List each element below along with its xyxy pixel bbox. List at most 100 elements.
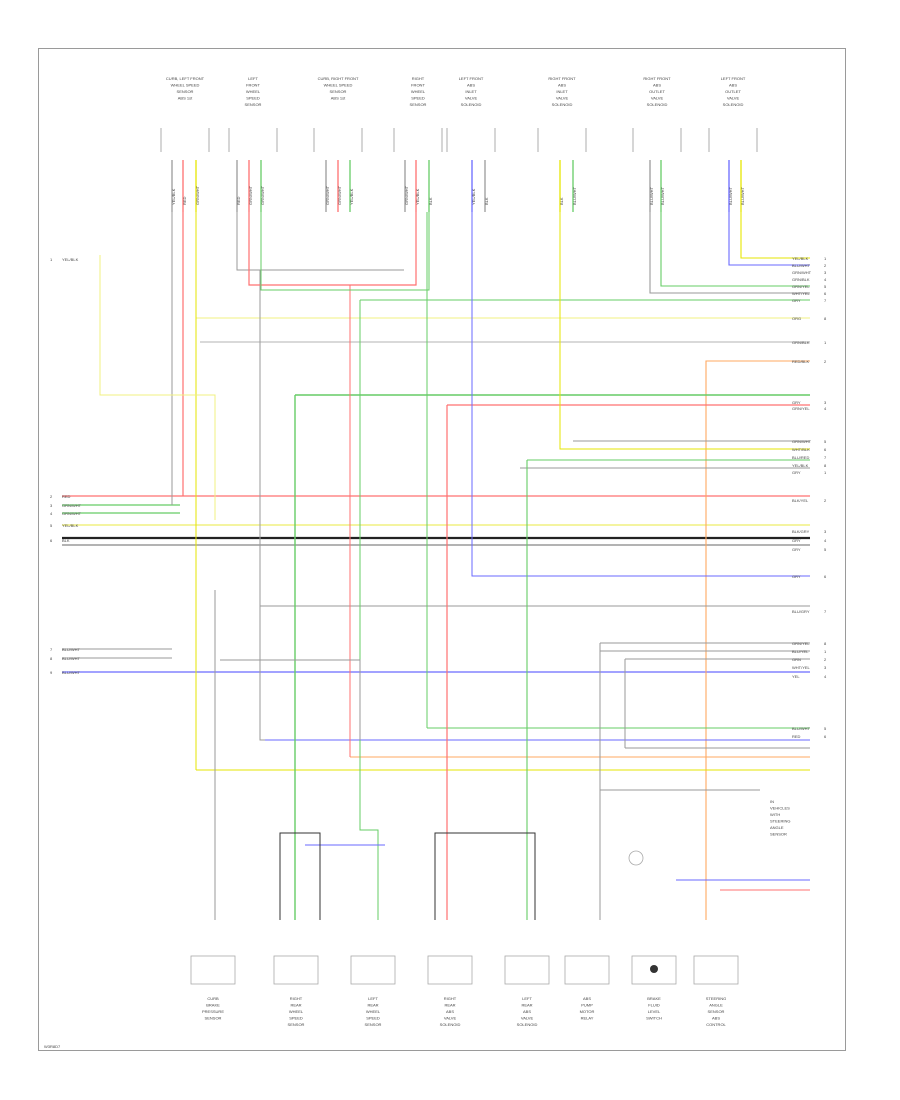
wires-layer	[62, 160, 810, 920]
top-component-7-pin-tag-1: BLU/WHT	[649, 186, 654, 205]
left-wire-label-1: YEL/BLK	[62, 257, 79, 262]
top-component-8-label-line: VALVE	[727, 96, 740, 101]
ground-note-line: ANGLE	[770, 825, 784, 830]
bottom-component-5-body	[504, 955, 550, 985]
left-wire-label-5: YEL/BLK	[62, 523, 79, 528]
run-green-661	[660, 212, 810, 287]
left-wire-pin-5: 5	[50, 523, 53, 528]
bottom-component-7-label-line: FLUID	[648, 1003, 660, 1008]
run-yellow-top	[740, 212, 810, 259]
right-wire-pin-24: 8	[824, 641, 827, 646]
left-wire-label-7: BLU/WHT	[62, 647, 81, 652]
right-wire-label-28: YEL	[792, 674, 800, 679]
right-wire-label-7: GRY	[792, 298, 801, 303]
bottom-component-4-label-line: SOLENOID	[440, 1022, 461, 1027]
bottom-component-1-label-line: BRAKE	[206, 1003, 220, 1008]
left-wire-label-3: GRN/WHT	[62, 503, 82, 508]
top-component-1-pin-tag-3: GRN/WHT	[195, 185, 200, 205]
top-component-6-label-line: VALVE	[556, 96, 569, 101]
run-gray-660	[220, 659, 361, 740]
right-wire-label-18: BLK/YEL	[792, 498, 809, 503]
top-component-3-pin-tag-3: YEL/BLK	[349, 188, 354, 205]
run-blue-top	[728, 212, 810, 266]
left-wire-pin-1: 1	[50, 257, 53, 262]
top-component-4-label-line: SENSOR	[410, 102, 427, 107]
bottom-component-6-label-line: RELAY	[581, 1016, 594, 1021]
bottom-component-1-body	[190, 955, 236, 985]
bottom-component-8-label-line: SENSOR	[708, 1009, 725, 1014]
drop-green-360	[359, 300, 379, 920]
right-wire-label-1: YEL/BLK	[792, 256, 809, 261]
top-component-8-pin-tag-1: BLU/WHT	[728, 186, 733, 205]
top-component-4-pin-tag-2: YEL/BLK	[415, 188, 420, 205]
top-component-5-label-line: SOLENOID	[461, 102, 482, 107]
right-wire-pin-28: 4	[824, 674, 827, 679]
bottom-component-5-label-line: ABS	[523, 1009, 531, 1014]
left-wire-label-4: GRN/WHT	[62, 511, 82, 516]
bottom-component-7-body	[631, 955, 677, 985]
top-component-5-pin-tag-1: YEL/BLK	[471, 188, 476, 205]
right-wire-pin-13: 5	[824, 439, 827, 444]
top-component-8-label-line: LEFT FRONT	[721, 76, 746, 81]
junction-red-285	[248, 212, 417, 286]
bottom-component-3-label-line: WHEEL	[366, 1009, 381, 1014]
right-wire-pin-23: 7	[824, 609, 827, 614]
right-wire-pin-1: 1	[824, 256, 827, 261]
left-wire-pin-8: 8	[50, 656, 53, 661]
top-component-2-label-line: LEFT	[248, 76, 258, 81]
top-component-6-label-line: SOLENOID	[552, 102, 573, 107]
bottom-component-3-label-line: SPEED	[366, 1016, 380, 1021]
right-wire-label-27: WHT/YEL	[792, 665, 811, 670]
top-component-5-label-line: ABS	[467, 83, 475, 88]
bottom-component-3-label-line: SENSOR	[365, 1022, 382, 1027]
top-component-4-label-line: FRONT	[411, 83, 425, 88]
top-component-6-pin-tag-2: BLU/WHT	[572, 186, 577, 205]
right-wire-label-9: GRN/BLK	[792, 340, 810, 345]
components-layer	[160, 128, 758, 985]
left-wire-pin-6: 6	[50, 538, 53, 543]
bottom-component-6-label-line: ABS	[583, 996, 591, 1001]
right-wire-pin-12: 4	[824, 406, 827, 411]
top-component-1-pin-tag-2: RED	[182, 196, 187, 205]
top-component-2-connector	[228, 128, 278, 152]
right-wire-label-22: GRY	[792, 574, 801, 579]
top-component-2-pin-tag-3: GRN/WHT	[260, 185, 265, 205]
bottom-component-2-body	[273, 955, 319, 985]
top-component-3-label-line: ABS 1st	[331, 96, 346, 101]
bottom-component-2-label-line: SPEED	[289, 1016, 303, 1021]
right-wire-pin-29: 5	[824, 726, 827, 731]
right-wire-label-25: BLU/YEL	[792, 649, 809, 654]
top-component-8-label-line: OUTLET	[725, 89, 741, 94]
top-component-4-pin-tag-1: GRN/WHT	[404, 185, 409, 205]
top-component-6-label-line: RIGHT FRONT	[548, 76, 576, 81]
right-wire-label-6: WHT/YEL	[792, 291, 811, 296]
bottom-component-8-label-line: STEERING	[706, 996, 726, 1001]
top-component-7-label-line: OUTLET	[649, 89, 665, 94]
bottom-component-6-body	[564, 955, 610, 985]
top-component-5-label-line: LEFT FRONT	[459, 76, 484, 81]
top-component-8-pin-tag-2: BLU/WHT	[740, 186, 745, 205]
right-wire-pin-2: 2	[824, 263, 827, 268]
top-component-7-label-line: SOLENOID	[647, 102, 668, 107]
top-component-6-connector	[537, 128, 587, 152]
top-component-2-label-line: WHEEL	[246, 89, 261, 94]
right-wire-pin-18: 2	[824, 498, 827, 503]
right-wire-pin-8: 8	[824, 316, 827, 321]
right-wire-pin-22: 6	[824, 574, 827, 579]
bottom-component-4-label-line: REAR	[444, 1003, 455, 1008]
right-wire-label-12: GRN/YEL	[792, 406, 810, 411]
top-component-6-label-line: INLET	[556, 89, 568, 94]
bottom-component-5-label-line: VALVE	[521, 1016, 534, 1021]
top-component-1-label-line: CURB, LEFT FRONT	[166, 76, 205, 81]
top-component-5-pin-tag-2: BLK	[484, 197, 489, 205]
bottom-component-7-label-line: BRAKE	[647, 996, 661, 1001]
right-wire-label-10: RED/BLK	[792, 359, 809, 364]
ground-note-line: IN	[770, 799, 774, 804]
right-wire-pin-3: 3	[824, 270, 827, 275]
bottom-component-2-label-line: SENSOR	[288, 1022, 305, 1027]
junction-green-290	[260, 212, 430, 291]
top-component-7-pin-tag-2: BLU/WHT	[660, 186, 665, 205]
right-wire-pin-17: 1	[824, 470, 827, 475]
top-component-3-label-line: WHEEL SPEED	[324, 83, 353, 88]
